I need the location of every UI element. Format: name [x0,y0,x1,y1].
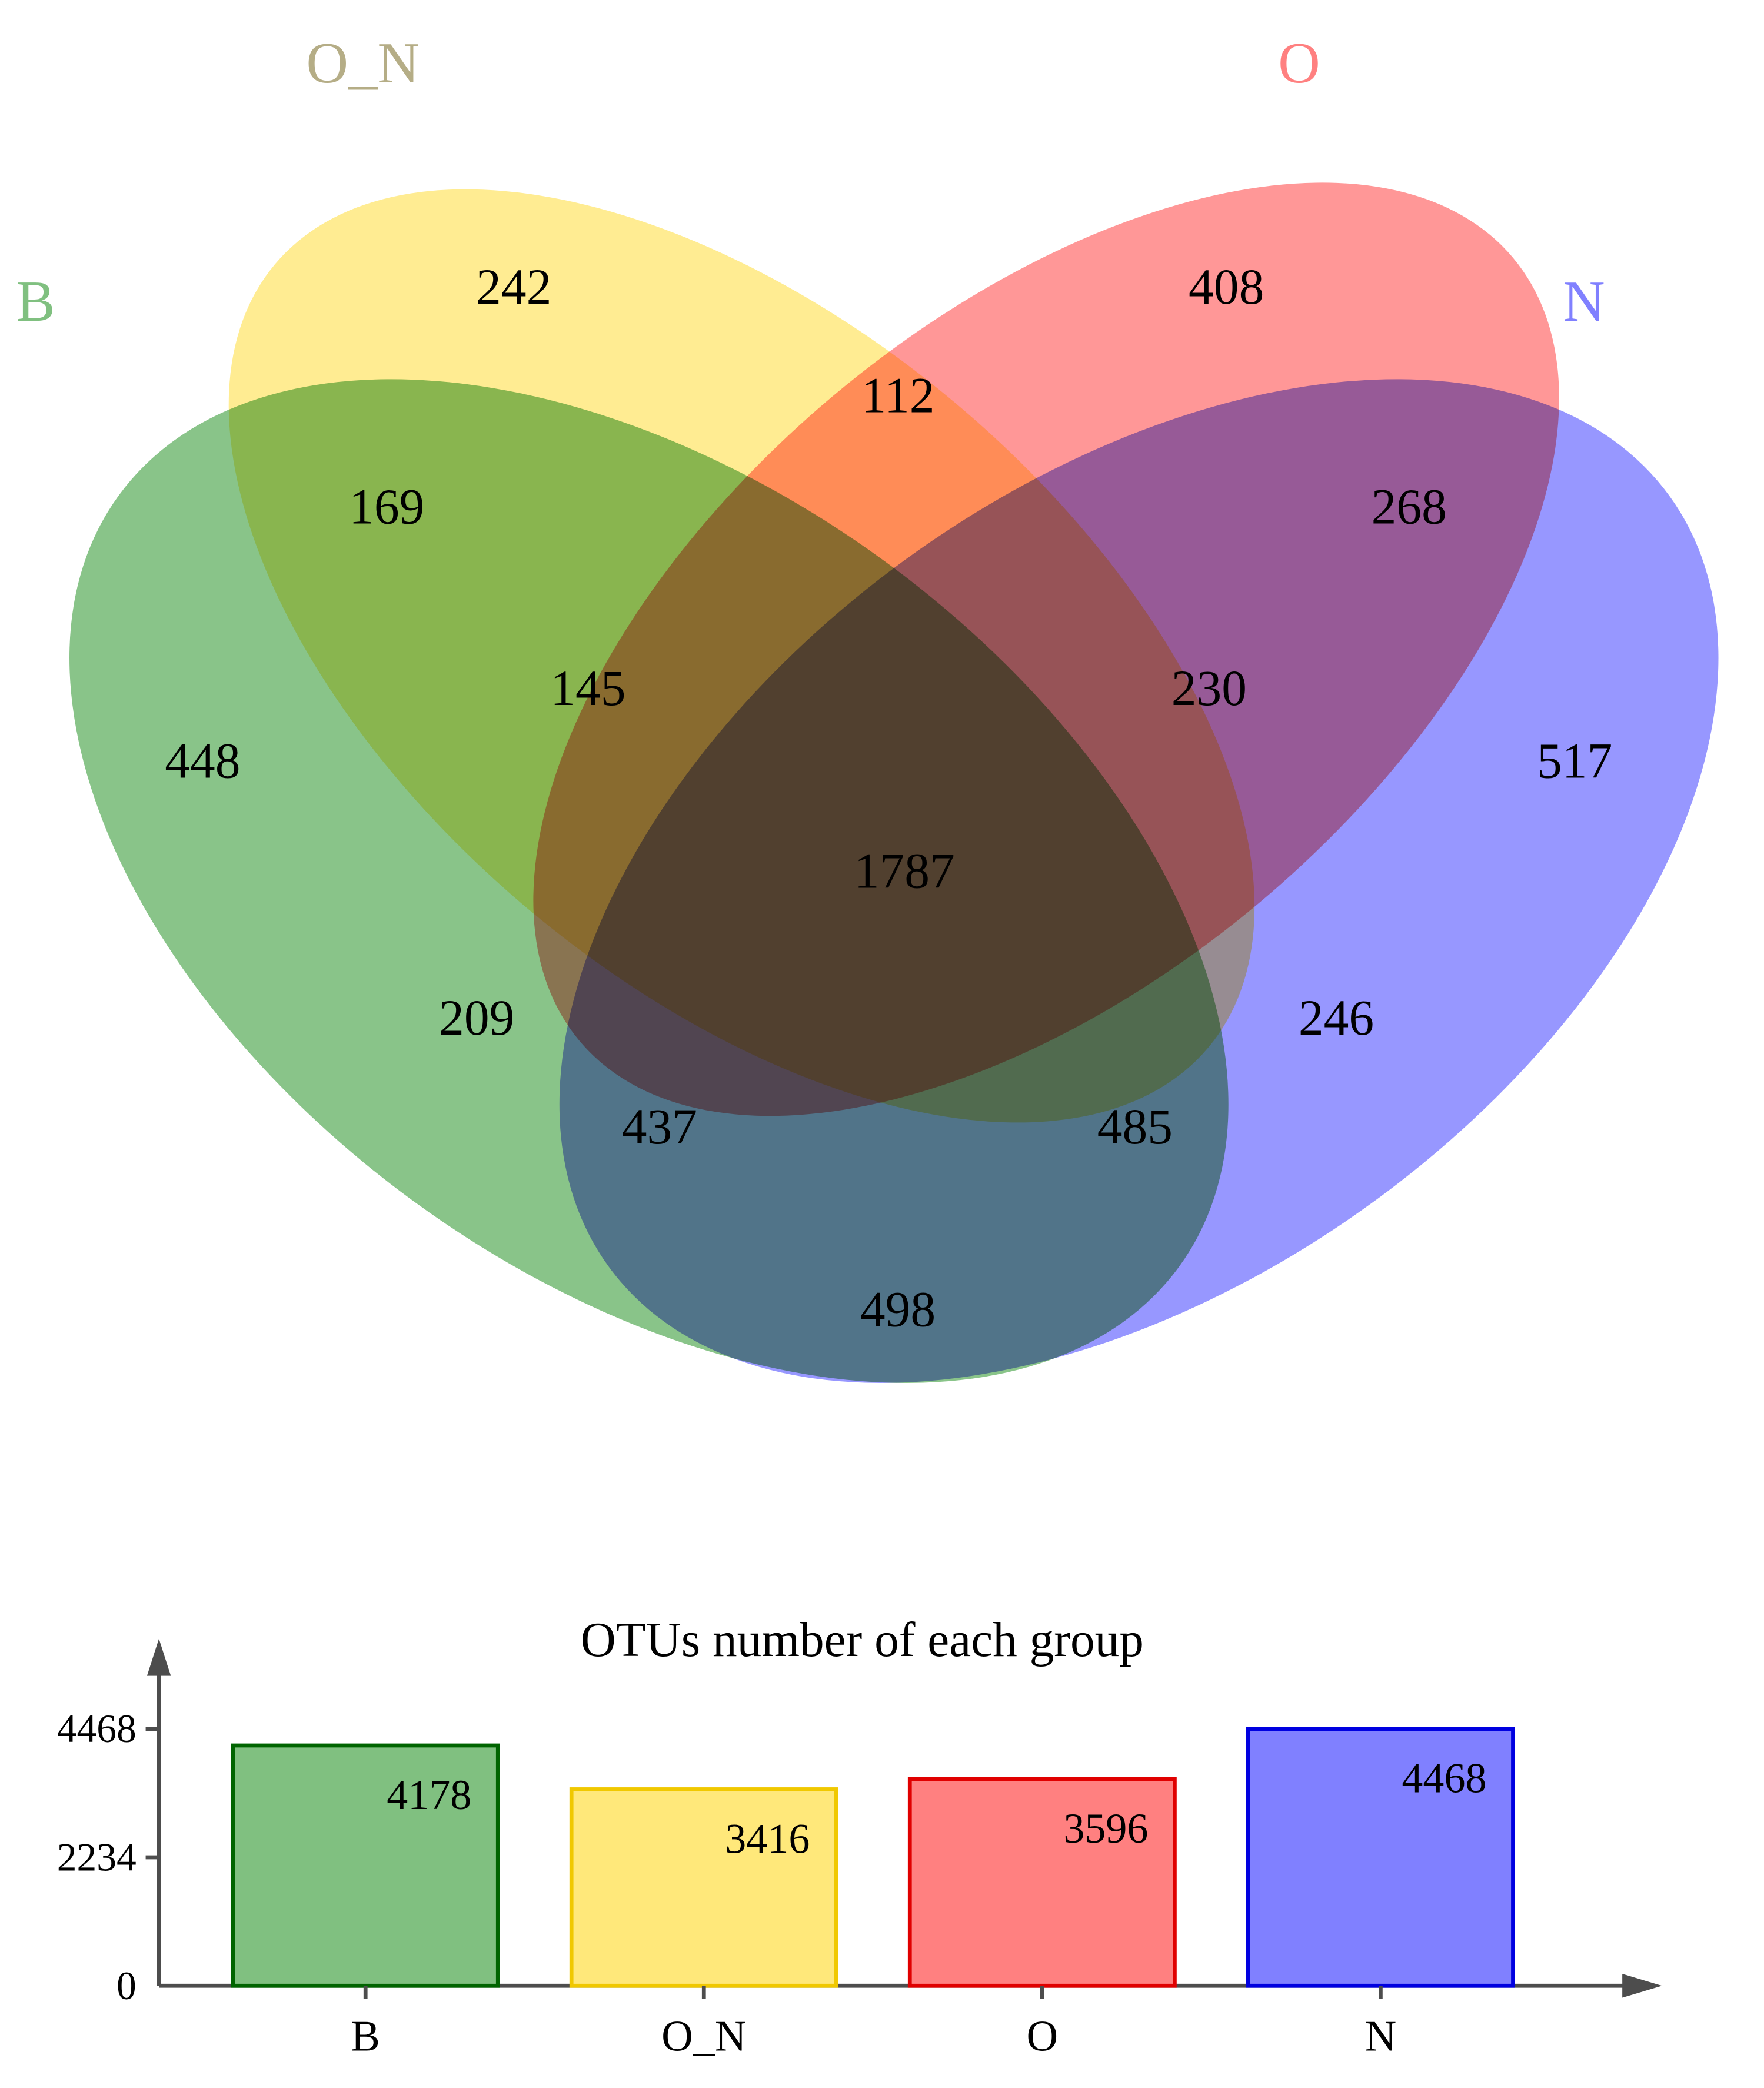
bar-value-label: 3596 [1063,1805,1148,1852]
bar-value-label: 4178 [387,1771,471,1818]
venn-region-count: 242 [476,260,551,315]
bar [907,1777,1177,1988]
venn-region-count: 517 [1537,734,1612,789]
x-tick-label: O_N [661,2013,746,2061]
venn-region-count: 145 [550,661,625,716]
venn-ellipse-N [559,379,1719,1383]
y-tick-label: 2234 [57,1835,137,1879]
venn-region-count: 485 [1097,1099,1173,1155]
y-axis-arrow-icon [147,1638,171,1676]
bar-series [231,1727,1515,1988]
y-tick-label: 4468 [57,1707,137,1751]
y-axis-ticks: 0 2234 4468 [57,1707,159,2008]
venn-set-label-N: N [1563,270,1605,334]
x-tick-label: B [351,2013,380,2061]
venn-diagram: B O_N O N 242 408 112 169 268 145 230 44… [16,31,1719,1383]
venn-region-count: 408 [1189,260,1264,315]
venn-set-label-O: O [1278,31,1320,95]
venn-region-counts: 242 408 112 169 268 145 230 448 517 1787… [165,260,1612,1338]
bar-chart-title: OTUs number of each group [581,1613,1144,1667]
venn-ellipses [69,182,1719,1383]
venn-region-count: 268 [1372,479,1447,534]
x-tick-label: O [1027,2013,1059,2061]
venn-set-labels: B O_N O N [16,31,1605,334]
y-tick-label: 0 [117,1964,137,2008]
venn-region-count: 209 [439,990,514,1046]
venn-region-count: 498 [860,1282,936,1337]
venn-region-count: 448 [165,734,240,789]
x-axis-tick-labels: B O_N O N [351,1986,1397,2061]
venn-region-count: 230 [1171,661,1247,716]
bar [1246,1727,1515,1988]
venn-region-count: 1787 [854,843,955,899]
x-axis-arrow-icon [1622,1974,1662,1998]
bar-chart: OTUs number of each group 0 2234 4468 4178… [57,1613,1662,2061]
x-tick-label: N [1365,2013,1397,2061]
venn-region-count: 437 [622,1099,697,1155]
bar-value-label: 3416 [725,1815,810,1862]
venn-region-count: 112 [861,368,934,423]
bar-value-label: 4468 [1402,1755,1486,1802]
venn-set-label-B: B [16,270,55,334]
venn-set-label-O_N: O_N [306,31,420,95]
venn-region-count: 169 [349,479,424,534]
venn-region-count: 246 [1299,990,1374,1046]
bar-value-labels: 4178 3416 3596 4468 [387,1755,1486,1863]
